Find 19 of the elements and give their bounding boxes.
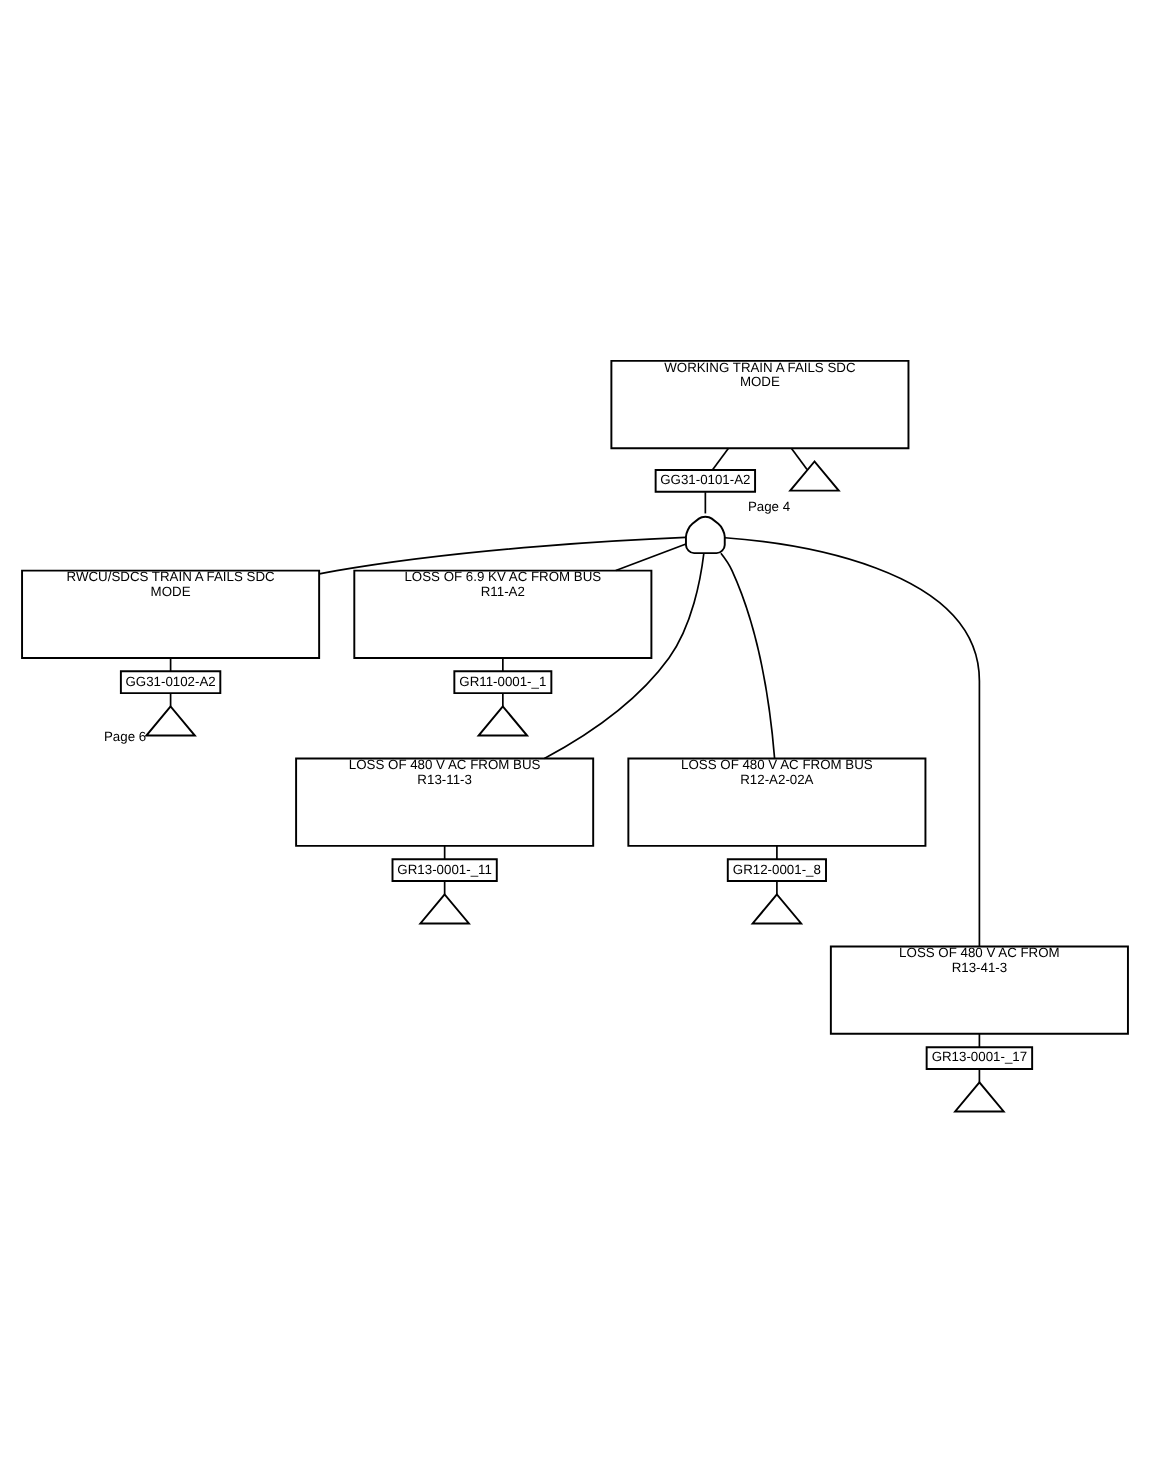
connector — [711, 447, 730, 471]
connector — [318, 536, 687, 575]
connector — [614, 543, 687, 572]
connector — [704, 491, 707, 515]
connector — [776, 845, 778, 861]
node-triangle — [476, 704, 530, 737]
connector — [790, 447, 808, 471]
node-triangle — [750, 892, 804, 925]
connector — [543, 552, 705, 760]
node-triangle — [418, 892, 471, 925]
node-gate — [685, 515, 726, 555]
connector — [776, 880, 778, 896]
node-triangle — [144, 704, 197, 737]
node-triangle — [953, 1080, 1006, 1113]
node-triangle — [788, 460, 841, 492]
connector — [502, 657, 504, 673]
connector — [502, 692, 504, 708]
connector — [724, 536, 981, 948]
connector — [720, 552, 776, 760]
